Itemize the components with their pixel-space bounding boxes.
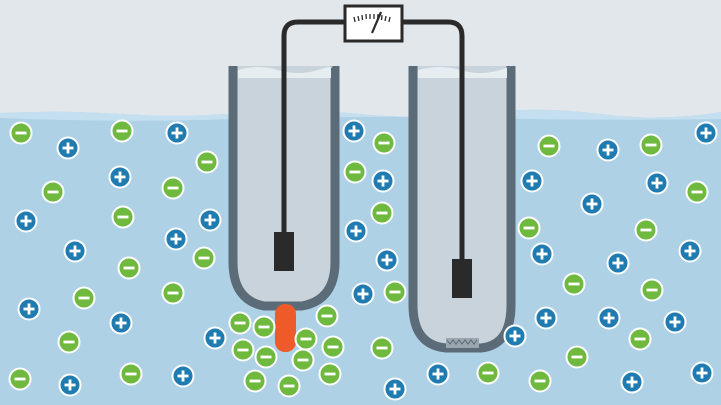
cation-icon [342,119,366,143]
anion-icon [517,216,541,240]
anion-icon [231,338,255,362]
cation-icon [606,251,630,275]
wire-right [398,19,465,264]
cation-icon [503,324,527,348]
cation-icon [63,239,87,263]
anion-icon [57,330,81,354]
cation-icon [530,242,554,266]
cation-icon [371,169,395,193]
anion-icon [476,361,500,385]
anion-icon [315,304,339,328]
voltmeter-body [343,4,404,43]
anion-icon [372,131,396,155]
anion-icon [8,367,32,391]
voltmeter-needle [370,11,383,34]
cation-icon [375,248,399,272]
anion-icon [628,327,652,351]
voltmeter-scale [353,13,391,23]
anion-icon [254,345,278,369]
anion-icon [640,278,664,302]
anion-icon [370,201,394,225]
anion-icon [343,160,367,184]
anion-icon [161,176,185,200]
anion-icon [639,133,663,157]
anion-icon [370,336,394,360]
anion-icon [72,286,96,310]
anion-icon [318,362,342,386]
wire-left [281,19,349,237]
anion-icon [528,369,552,393]
anion-icon [9,121,33,145]
cation-icon [56,136,80,160]
ions [8,119,718,401]
cation-icon [645,171,669,195]
anion-icon [195,150,219,174]
anion-icon [291,348,315,372]
cation-icon [663,310,687,334]
anion-icon [119,362,143,386]
glass-electrode-probe [274,232,294,271]
anion-icon [111,205,135,229]
cation-icon [580,192,604,216]
anion-icon [537,134,561,158]
cation-icon [351,282,375,306]
anion-icon [383,280,407,304]
voltmeter-icon [343,4,404,43]
anion-icon [562,272,586,296]
cation-icon [690,361,714,385]
anion-icon [243,369,267,393]
anion-icon [565,345,589,369]
anion-icon [252,315,276,339]
cation-icon [520,169,544,193]
cation-icon [344,219,368,243]
cation-icon [597,306,621,330]
anion-icon [321,335,345,359]
anion-icon [277,374,301,398]
reference-frit-pattern [446,339,478,345]
cation-icon [109,311,133,335]
cation-icon [203,326,227,350]
cation-icon [14,209,38,233]
anion-icon [634,218,658,242]
anion-icon [110,119,134,143]
anion-icon [228,311,252,335]
cation-icon [383,377,407,401]
cation-icon [596,138,620,162]
reference-electrode-liquid-top [418,66,513,78]
cation-icon [198,208,222,232]
cation-icon [165,121,189,145]
anion-icon [117,256,141,280]
anion-icon [41,180,65,204]
glass-membrane-tip [275,304,296,352]
cation-icon [694,121,718,145]
anion-icon [294,327,318,351]
cation-icon [620,370,644,394]
reference-electrode-probe [452,259,472,298]
cation-icon [17,297,41,321]
cation-icon [58,373,82,397]
cation-icon [164,227,188,251]
cation-icon [426,362,450,386]
anion-icon [192,246,216,270]
anion-icon [685,180,709,204]
solution-surface [0,109,721,121]
cation-icon [108,165,132,189]
cation-icon [678,239,702,263]
cation-icon [534,306,558,330]
cation-icon [171,364,195,388]
anion-icon [161,281,185,305]
